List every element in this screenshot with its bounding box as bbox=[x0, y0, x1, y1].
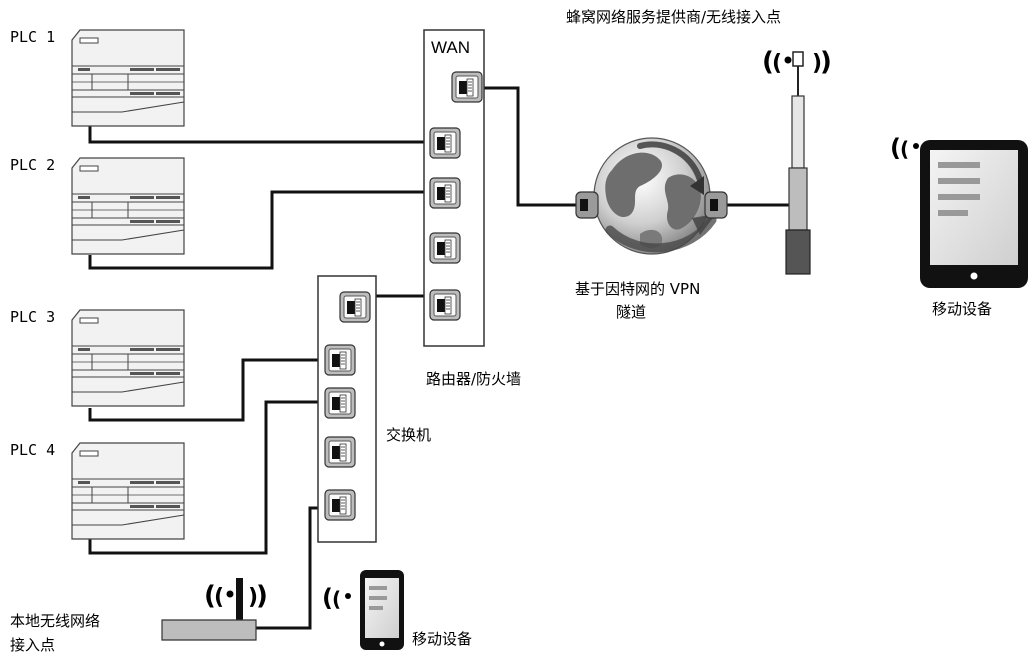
svg-text:(: ( bbox=[214, 585, 224, 610]
vpn-tunnel-end-icon bbox=[705, 192, 727, 218]
mobile-device-remote: ( ( 移动设备 bbox=[890, 134, 1028, 318]
svg-text:): ) bbox=[820, 47, 832, 77]
wireless-signal-icon: ( ( ) ) bbox=[204, 581, 268, 611]
router-port-icon bbox=[430, 233, 460, 263]
local-wireless-ap: ( ( ) ) 本地无线网络 接入点 bbox=[10, 578, 268, 654]
router-firewall: WAN 路由器/防火墙 bbox=[424, 30, 521, 388]
svg-text:(: ( bbox=[900, 137, 909, 161]
router-caption: 路由器/防火墙 bbox=[426, 370, 521, 388]
tablet-icon bbox=[920, 140, 1028, 288]
plc-2: PLC 2 bbox=[10, 156, 184, 254]
router-port-icon bbox=[430, 290, 460, 320]
switch-uplink-port-icon bbox=[340, 292, 370, 322]
plc-2-label: PLC 2 bbox=[10, 156, 55, 174]
local-ap-caption-line1: 本地无线网络 bbox=[10, 612, 100, 630]
vpn-caption-line1: 基于因特网的 VPN bbox=[575, 280, 700, 298]
switch-port-icon bbox=[325, 437, 355, 467]
router-port-icon bbox=[430, 178, 460, 208]
cable-wan-vpn bbox=[484, 88, 582, 205]
mobile-device-local: ( ( 移动设备 bbox=[322, 570, 472, 650]
switch-port-icon bbox=[325, 490, 355, 520]
svg-text:(: ( bbox=[332, 587, 341, 611]
plc-3: PLC 3 bbox=[10, 308, 184, 406]
switch-port-icon bbox=[325, 388, 355, 418]
wan-label: WAN bbox=[431, 38, 470, 57]
network-switch: 交换机 bbox=[318, 276, 431, 542]
cable-plc1-router bbox=[90, 125, 432, 142]
wireless-signal-icon: ( ( bbox=[890, 134, 919, 162]
wan-port-icon bbox=[452, 72, 482, 102]
local-ap-caption-line2: 接入点 bbox=[10, 636, 55, 654]
phone-icon bbox=[360, 570, 404, 650]
switch-caption: 交换机 bbox=[386, 426, 431, 444]
svg-text:(: ( bbox=[772, 51, 782, 76]
wireless-signal-icon: ( ( bbox=[322, 584, 351, 612]
cellular-caption: 蜂窝网络服务提供商/无线接入点 bbox=[566, 8, 781, 26]
plc-4-label: PLC 4 bbox=[10, 441, 55, 459]
vpn-caption-line2: 隧道 bbox=[616, 303, 646, 321]
router-port-icon bbox=[430, 128, 460, 158]
switch-port-icon bbox=[325, 345, 355, 375]
mobile-local-caption: 移动设备 bbox=[412, 630, 472, 648]
internet-globe-icon: 基于因特网的 VPN 隧道 bbox=[575, 138, 727, 321]
plc-1-label: PLC 1 bbox=[10, 28, 55, 46]
mobile-remote-caption: 移动设备 bbox=[932, 300, 992, 318]
svg-text:): ) bbox=[256, 581, 268, 611]
vpn-tunnel-end-icon bbox=[576, 192, 598, 218]
plc-1: PLC 1 bbox=[10, 28, 184, 126]
plc-4: PLC 4 bbox=[10, 441, 184, 539]
plc-3-label: PLC 3 bbox=[10, 308, 55, 326]
